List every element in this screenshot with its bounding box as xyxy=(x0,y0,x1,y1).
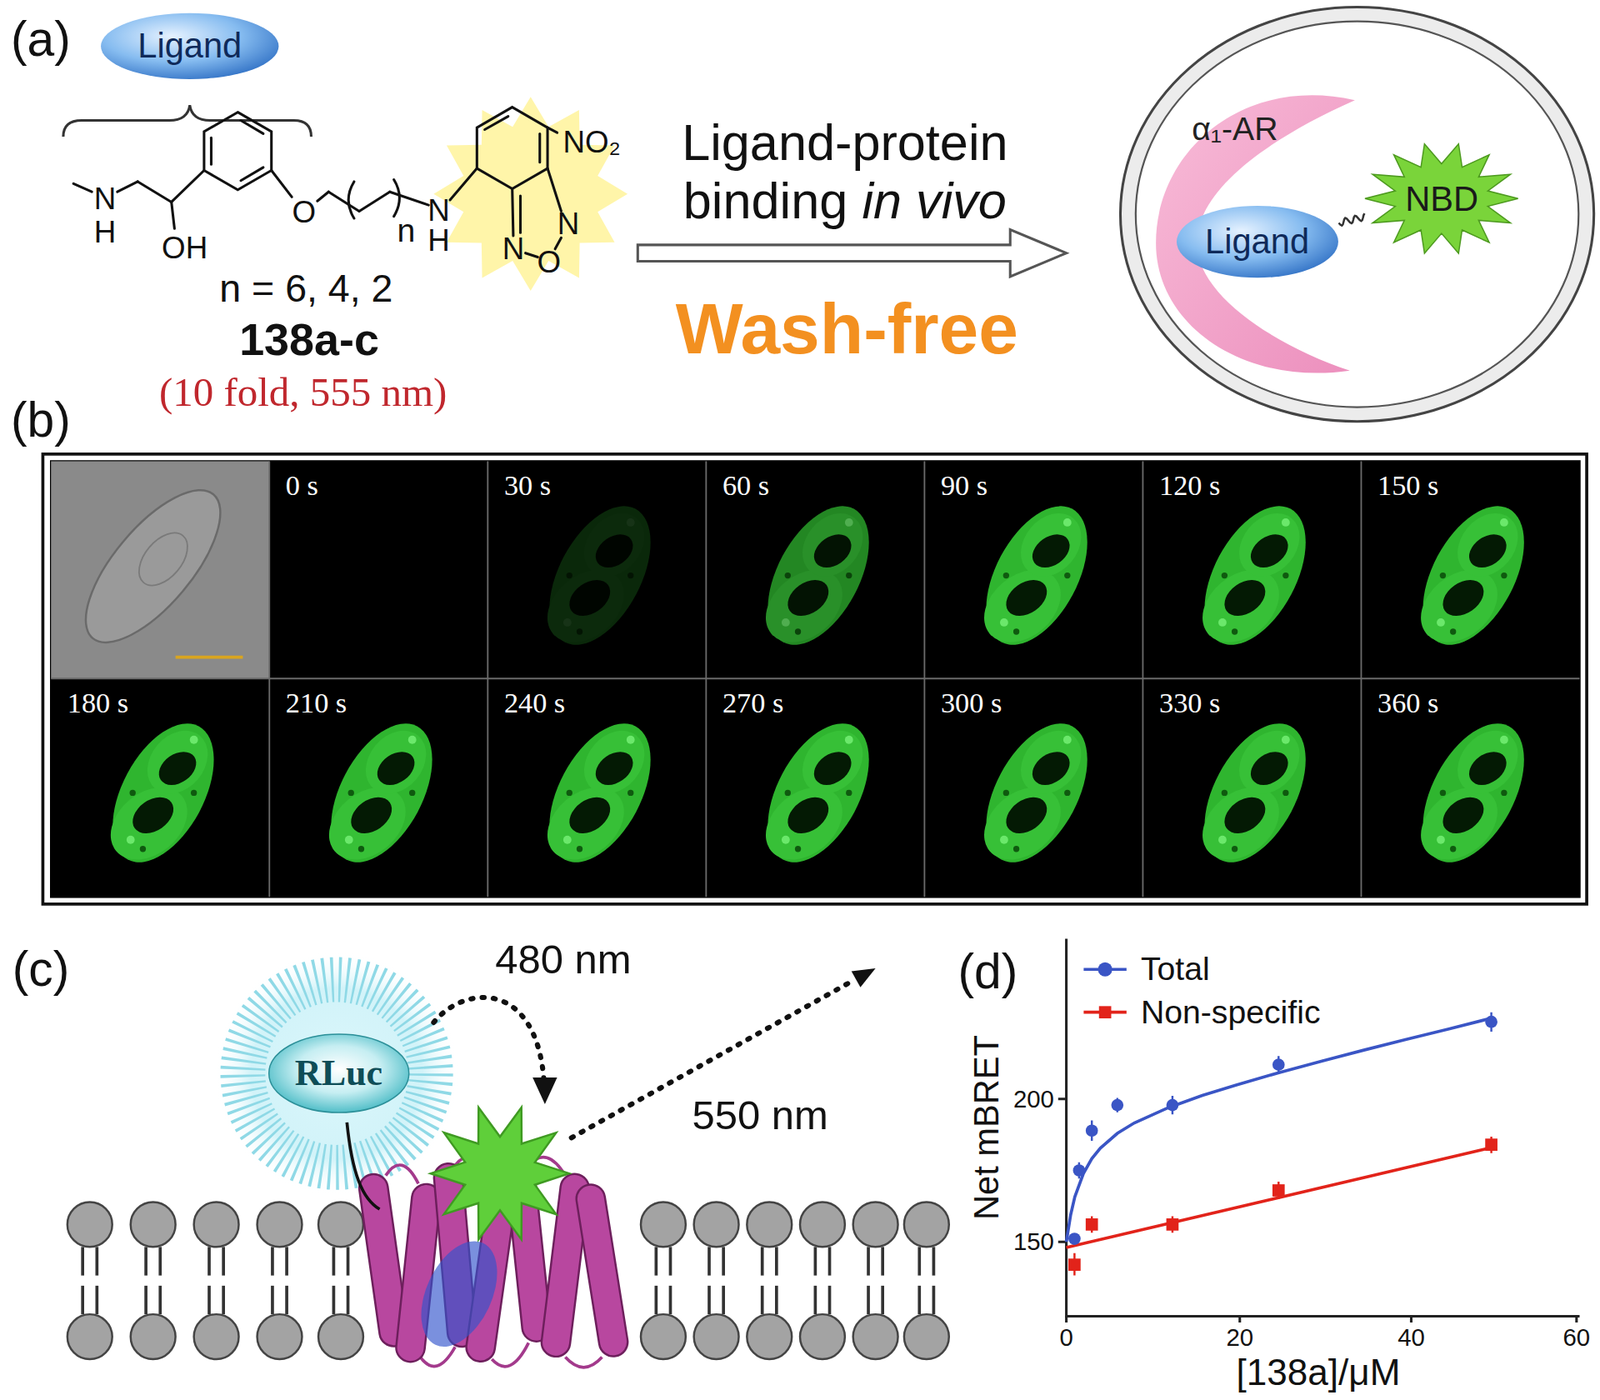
time-stamp: 90 s xyxy=(940,469,988,502)
time-stamp: 0 s xyxy=(285,469,319,502)
axis-title: [138a]/μM xyxy=(1236,1351,1401,1395)
wavelength-label: 550 nm xyxy=(692,1091,829,1139)
time-stamp: 330 s xyxy=(1159,686,1220,720)
tick-label: 20 xyxy=(1225,1323,1254,1352)
wavelength-label: 480 nm xyxy=(495,935,631,983)
image-frame: 30 s xyxy=(487,460,706,679)
time-stamp: 300 s xyxy=(940,686,1002,720)
method-note: Wash-free xyxy=(675,287,1019,370)
repeat-index: n xyxy=(396,211,415,250)
probe-property: (10 fold, 555 nm) xyxy=(159,369,447,416)
luciferase-name: RLuc xyxy=(295,1052,383,1095)
atom-label: N xyxy=(94,181,117,217)
image-frame: 60 s xyxy=(705,460,925,679)
atom-label: NO₂ xyxy=(563,125,621,160)
image-frame: 90 s xyxy=(924,460,1143,679)
tick-label: 150 xyxy=(1013,1227,1055,1256)
panel-letter: (a) xyxy=(10,10,71,68)
atom-label: O xyxy=(536,245,561,280)
atom-label: OH xyxy=(161,230,208,265)
atom-label: N xyxy=(557,206,580,242)
time-stamp: 360 s xyxy=(1377,686,1439,720)
ligand-ellipse: Ligand xyxy=(100,12,280,80)
image-frame: 210 s xyxy=(269,678,488,896)
atom-label: N xyxy=(502,231,525,267)
ligand-text: Ligand xyxy=(1205,221,1310,262)
time-stamp: 270 s xyxy=(722,686,784,720)
atom-label: O xyxy=(292,195,317,230)
time-stamp: 120 s xyxy=(1159,469,1220,502)
time-stamp: 240 s xyxy=(504,686,565,720)
atom-label: H xyxy=(94,215,117,250)
condition-caption: in vivo xyxy=(861,172,1007,230)
tick-label: 60 xyxy=(1562,1323,1590,1352)
atom-label: H xyxy=(427,223,450,259)
axis-title: Net mBRET xyxy=(966,1035,1007,1220)
compound-number: 138a-c xyxy=(239,314,380,366)
image-frame: 270 s xyxy=(705,678,925,896)
time-stamp: 150 s xyxy=(1377,469,1439,502)
image-frame: 240 s xyxy=(487,678,706,896)
image-frame: 150 s xyxy=(1360,460,1580,679)
legend-text: Non-specific xyxy=(1140,993,1321,1031)
panel-letter: (b) xyxy=(10,392,71,450)
time-stamp: 30 s xyxy=(504,469,551,502)
arrow-caption: Ligand-protein bindingin vivo xyxy=(655,112,1034,230)
tick-label: 200 xyxy=(1013,1085,1055,1114)
time-stamp: 180 s xyxy=(67,686,129,720)
image-frame: 180 s xyxy=(50,678,270,896)
image-frame: 0 s xyxy=(269,460,488,679)
ligand-ellipse: Ligand xyxy=(1175,205,1340,279)
receptor-crescent: α₁-AR Ligand xyxy=(1150,90,1360,381)
ligand-text: Ligand xyxy=(137,25,242,66)
tick-label: 0 xyxy=(1059,1323,1073,1352)
fluorophore-star: NBD xyxy=(1365,142,1519,255)
fluorophore-name: NBD xyxy=(1405,179,1479,220)
chain-length: n = 6, 4, 2 xyxy=(219,266,393,312)
image-frame: 300 s xyxy=(924,678,1143,896)
time-stamp: 210 s xyxy=(285,686,347,720)
panel-letter: (c) xyxy=(12,940,70,998)
tick-label: 40 xyxy=(1397,1323,1425,1352)
luciferase-ellipse: RLuc xyxy=(267,1032,410,1115)
time-stamp: 60 s xyxy=(722,469,770,502)
image-frame: 360 s xyxy=(1360,678,1580,896)
panel-letter: (d) xyxy=(957,943,1018,1000)
wavy-linker xyxy=(1339,213,1365,225)
receptor-name: α₁-AR xyxy=(1191,110,1278,148)
image-frame: 120 s xyxy=(1142,460,1361,679)
legend-text: Total xyxy=(1140,950,1210,989)
image-frame: 330 s xyxy=(1142,678,1361,896)
